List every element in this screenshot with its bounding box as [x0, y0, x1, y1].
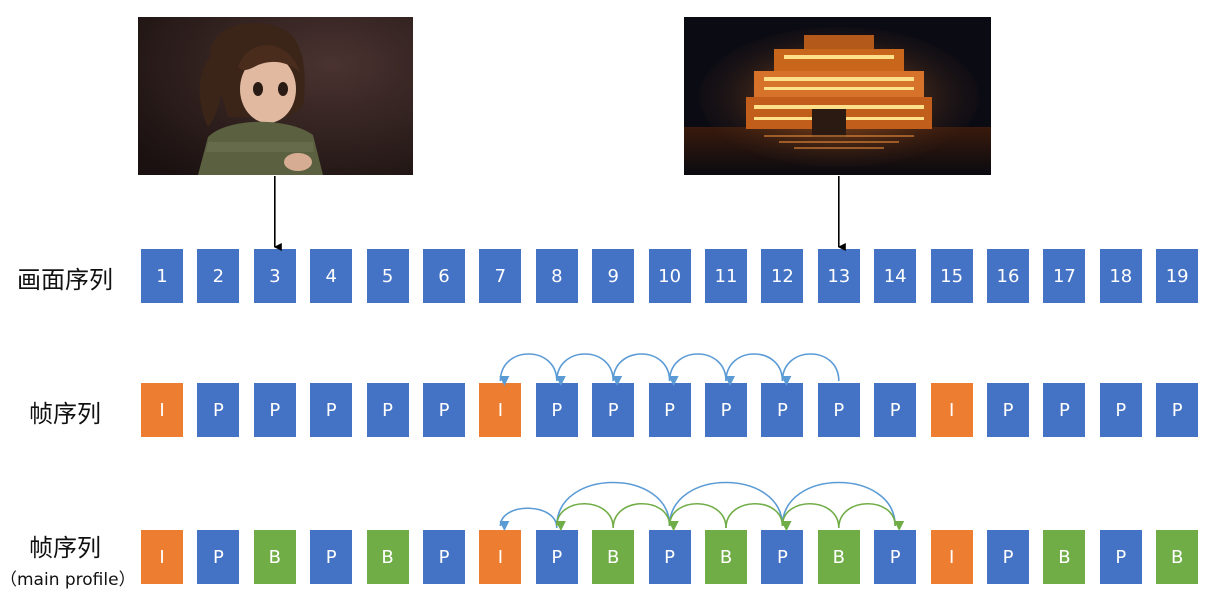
frame-cell: P — [535, 383, 578, 437]
frame-cell: P — [874, 530, 917, 584]
frame-cell: 18 — [1099, 249, 1142, 303]
p-frame-reference-arrow — [668, 353, 727, 387]
frame-cell: 12 — [761, 249, 804, 303]
frame-cell: 5 — [366, 249, 409, 303]
frame-cell: 7 — [479, 249, 522, 303]
b-frame-reference-arrow — [555, 503, 614, 532]
frame-cell: P — [705, 383, 747, 437]
p-frame-reference-arrow — [555, 481, 671, 532]
frame-cell: 13 — [817, 249, 860, 303]
row-label-text: 帧序列 — [29, 534, 101, 562]
frame-cell: P — [817, 383, 860, 437]
p-frame-reference-arrow — [499, 507, 558, 532]
frame-cell: I — [141, 383, 183, 437]
frame-cell: P — [1043, 383, 1086, 437]
frame-cell: I — [930, 383, 973, 437]
frame-cell: 8 — [535, 249, 578, 303]
girl-frame-image — [138, 17, 413, 175]
frame-cell: B — [592, 530, 635, 584]
frame-cell: P — [987, 383, 1029, 437]
frame-cell: 11 — [705, 249, 747, 303]
frame-cell: P — [648, 530, 691, 584]
frame-cell: B — [1043, 530, 1086, 584]
frame-cell: P — [987, 530, 1029, 584]
frame-cell: 4 — [310, 249, 353, 303]
p-frame-reference-arrow — [499, 353, 558, 387]
b-frame-reference-arrow — [668, 503, 727, 532]
p-frame-reference-arrow — [725, 353, 784, 387]
frame-cell: P — [648, 383, 691, 437]
frame-cell: P — [310, 383, 353, 437]
b-frame-reference-arrow — [725, 503, 792, 531]
frame-cell: 10 — [648, 249, 691, 303]
frame-cell: 17 — [1043, 249, 1086, 303]
frame-cell: I — [141, 530, 183, 584]
frame-cell: P — [874, 383, 917, 437]
lit-boat-frame-image — [684, 17, 991, 175]
frame-cell: P — [310, 530, 353, 584]
p-frame-reference-arrow — [781, 353, 840, 387]
frame-cell: P — [1156, 383, 1199, 437]
frame-cell: P — [423, 530, 465, 584]
frame-cell: B — [705, 530, 747, 584]
row-label-frame-sequence-main-profile: 帧序列 （main profile） — [0, 528, 136, 590]
p-frame-reference-arrow — [555, 353, 614, 387]
frame-cell: P — [253, 383, 296, 437]
frame-cell: P — [535, 530, 578, 584]
frame-cell: B — [1156, 530, 1199, 584]
frame-cell: P — [761, 530, 804, 584]
frame-cell: I — [930, 530, 973, 584]
p-frame-reference-arrow — [781, 481, 896, 532]
row-label-text: 帧序列 — [29, 400, 101, 428]
frame-cell: 9 — [592, 249, 635, 303]
frame-cell: 3 — [253, 249, 296, 303]
frame-cell: P — [761, 383, 804, 437]
frame-cell: B — [817, 530, 860, 584]
frame-cell: I — [479, 530, 522, 584]
frame-cell: P — [1099, 530, 1142, 584]
frame-cell: 15 — [930, 249, 973, 303]
frame-cell: P — [1099, 383, 1142, 437]
frame-cell: P — [423, 383, 465, 437]
frame-cell: 19 — [1156, 249, 1199, 303]
frame-cell: B — [366, 530, 409, 584]
p-frame-reference-arrow — [668, 481, 784, 532]
frame-cell: 6 — [423, 249, 465, 303]
frame-cell: 14 — [874, 249, 917, 303]
row-label-text: 画面序列 — [17, 266, 113, 294]
frame-cell: I — [479, 383, 522, 437]
frame-cell: B — [253, 530, 296, 584]
row-label-picture-sequence: 画面序列 — [10, 260, 120, 295]
b-frame-reference-arrow — [838, 503, 905, 531]
frame-cell: P — [366, 383, 409, 437]
b-frame-reference-arrow — [781, 503, 840, 532]
frame-cell: 2 — [197, 249, 240, 303]
frame-cell: 1 — [141, 249, 183, 303]
frame-cell: P — [197, 383, 240, 437]
frame-cell: P — [197, 530, 240, 584]
b-frame-reference-arrow — [612, 503, 679, 531]
p-frame-reference-arrow — [612, 353, 671, 387]
frame-cell: 16 — [987, 249, 1029, 303]
row-label-frame-sequence: 帧序列 — [10, 394, 120, 429]
frame-cell: P — [592, 383, 635, 437]
row-sublabel-text: （main profile） — [0, 570, 136, 590]
